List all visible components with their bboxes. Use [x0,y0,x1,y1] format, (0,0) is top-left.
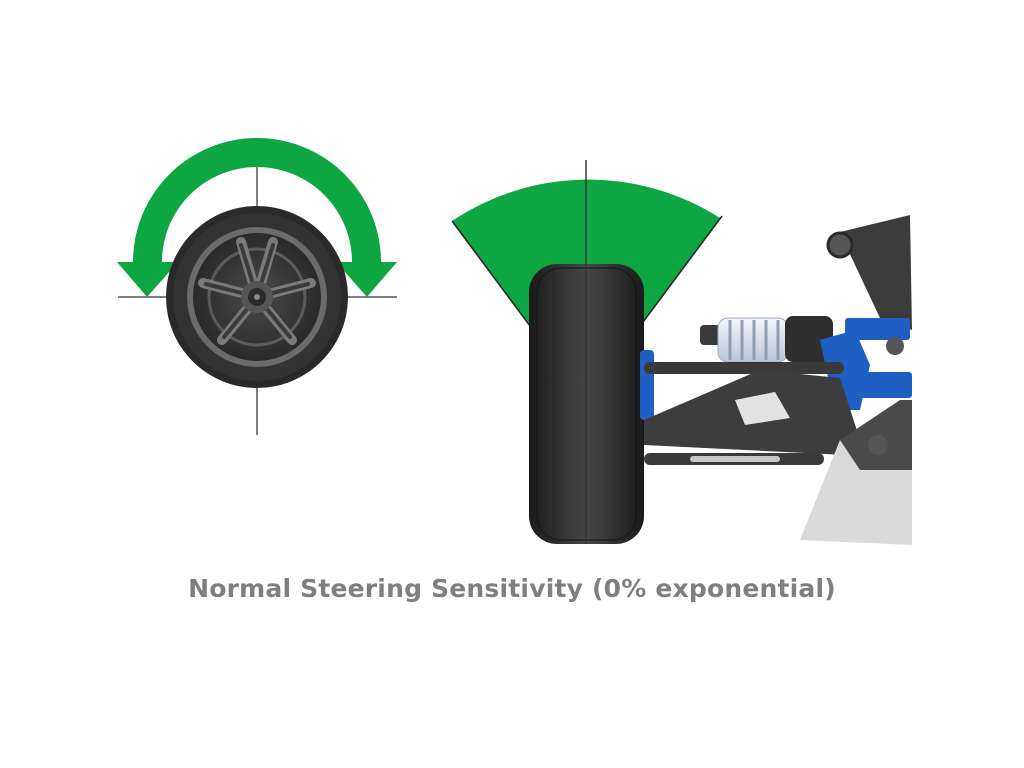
wheel-rim [187,227,327,367]
rc-car-front-suspension-icon [640,215,912,545]
wheel-rotation-arrow-icon [117,138,397,297]
caption-text: Normal Steering Sensitivity (0% exponent… [188,574,836,603]
tire-top-view [451,160,723,544]
wheel-front-view [117,138,397,435]
